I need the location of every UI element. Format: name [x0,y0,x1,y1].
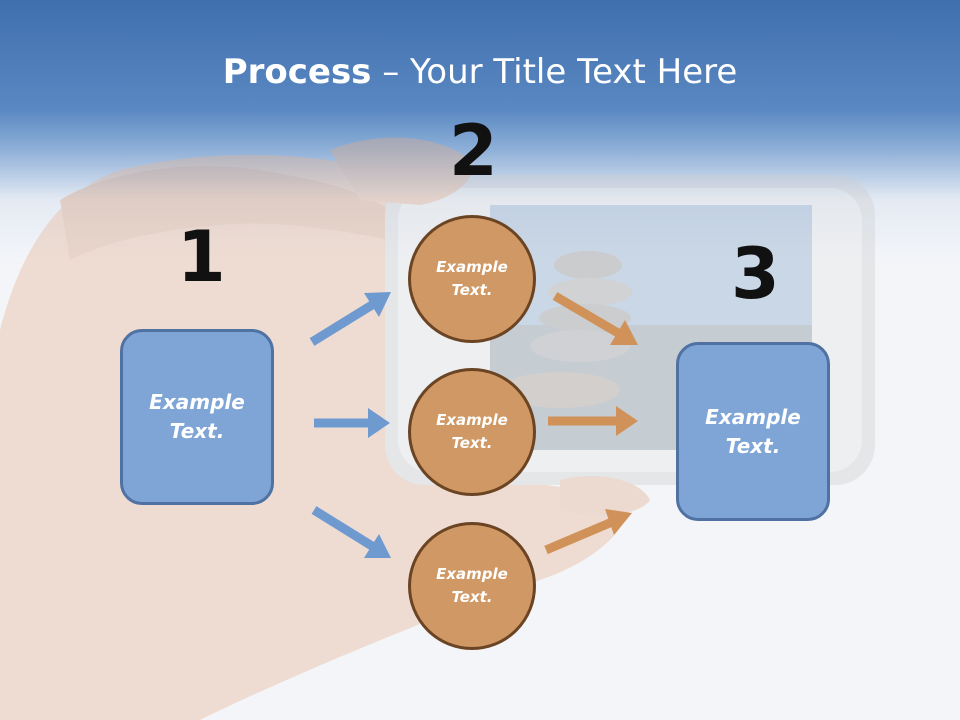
arrow-left-middle [314,408,390,438]
step-1-box: Example Text. [120,329,274,505]
circle-top-line2: Text. [451,281,493,299]
step-1-box-line2: Text. [169,419,225,443]
step-number-2: 2 [449,110,498,192]
step-number-1: 1 [177,216,226,298]
arrow-left-up [309,292,391,346]
arrow-right-up [544,509,632,555]
title-rest: – Your Title Text Here [371,52,738,92]
circle-bottom-line2: Text. [451,588,493,606]
step-3-box: Example Text. [676,342,830,521]
arrow-right-middle [548,406,638,436]
step-2-circle-top: Example Text. [408,215,536,343]
arrow-right-down [552,292,638,345]
circle-bottom-line1: Example [436,564,508,583]
step-number-3: 3 [731,233,780,315]
step-3-box-line2: Text. [725,433,781,458]
step-2-circle-bottom: Example Text. [408,522,536,650]
step-3-box-line1: Example [705,404,801,429]
arrow-left-down [311,506,391,558]
slide-title: Process – Your Title Text Here [0,52,960,92]
circle-middle-line1: Example [436,410,508,429]
circle-top-line1: Example [436,257,508,276]
circle-middle-line2: Text. [451,434,493,452]
step-2-circle-middle: Example Text. [408,368,536,496]
title-bold: Process [222,52,372,92]
step-1-box-line1: Example [149,390,245,414]
